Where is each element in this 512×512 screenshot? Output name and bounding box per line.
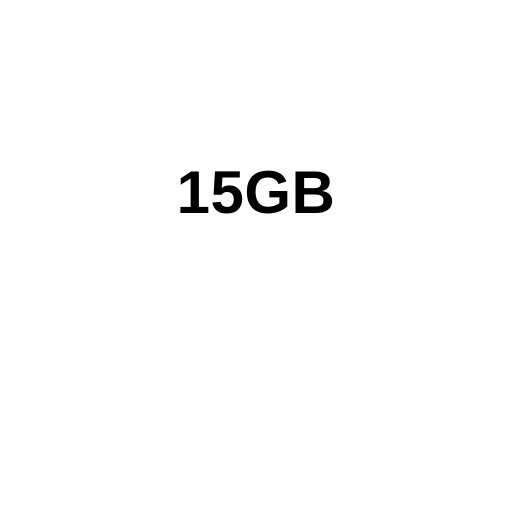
storage-amount-label: 15GB: [176, 159, 336, 226]
